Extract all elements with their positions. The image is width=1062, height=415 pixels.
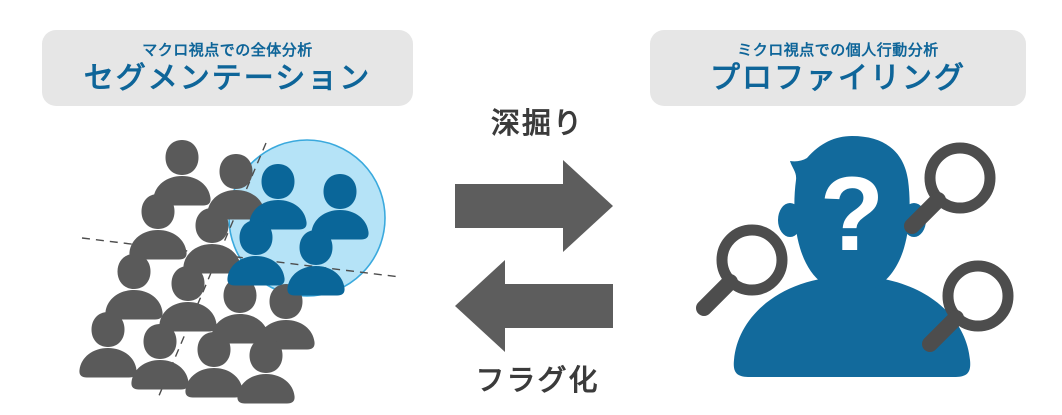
arrow-backward-label: フラグ化	[475, 365, 600, 397]
divider-line-horizontal	[81, 237, 401, 278]
arrow-forward-label: 深掘り	[490, 108, 584, 140]
profiling-subtitle: ミクロ視点での個人行動分析	[737, 41, 939, 59]
bidirectional-arrow-group: 深掘り フラグ化	[455, 105, 620, 410]
divider-line-diagonal	[157, 142, 267, 399]
profiling-header-pill: ミクロ視点での個人行動分析 プロファイリング	[650, 30, 1026, 106]
individual-profiling-illustration: ?	[680, 128, 1025, 393]
arrow-backward-icon	[455, 260, 613, 357]
person-silhouette	[733, 136, 971, 377]
arrow-forward-icon	[455, 160, 613, 257]
segmentation-header-pill: マクロ視点での全体分析 セグメンテーション	[42, 30, 413, 106]
segment-divider-lines	[81, 142, 401, 399]
question-mark: ?	[820, 156, 884, 273]
segmentation-subtitle: マクロ視点での全体分析	[142, 41, 313, 59]
profiling-title: プロファイリング	[710, 61, 966, 95]
magnifier-icon-bottom-right	[930, 266, 1008, 344]
segmentation-title: セグメンテーション	[83, 61, 372, 95]
crowd-segmentation-illustration	[70, 130, 410, 405]
magnifier-icon-left	[704, 230, 782, 308]
magnifier-icon-top-right	[912, 148, 990, 226]
